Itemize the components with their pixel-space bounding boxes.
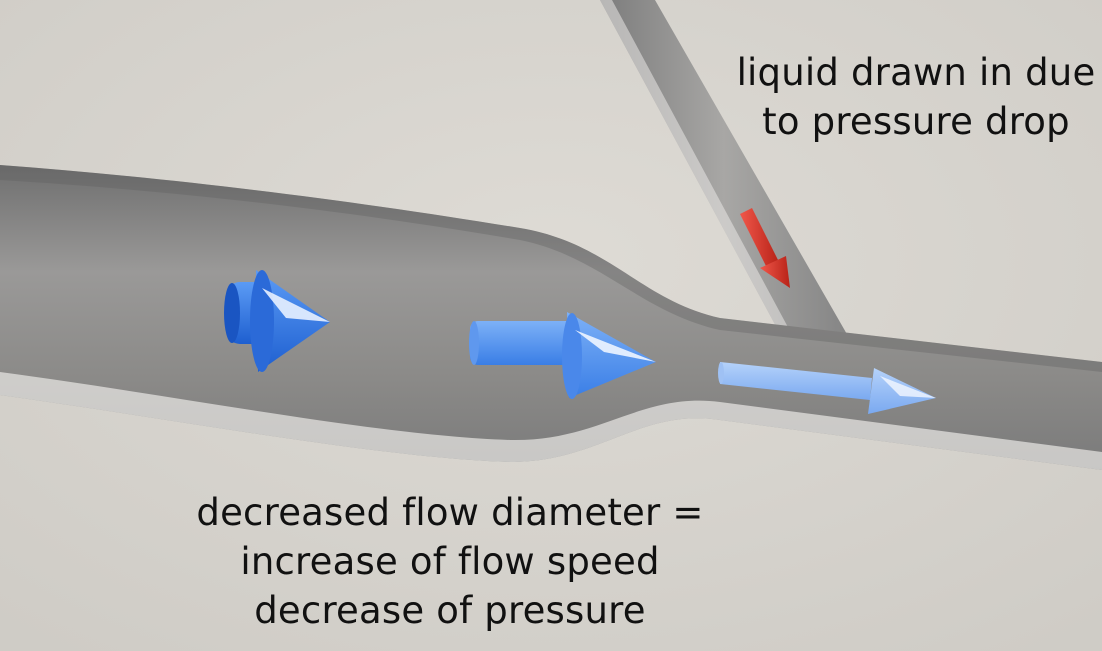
suction-arrow <box>740 208 790 288</box>
flow-arrow-throat <box>718 362 936 414</box>
branch-caption: liquid drawn in due to pressure drop <box>730 48 1102 146</box>
main-pipe-bottom-highlight <box>0 372 1102 470</box>
branch-caption-line-2: to pressure drop <box>762 100 1070 143</box>
main-caption-line-3: decrease of pressure <box>254 589 646 632</box>
flow-arrow-middle <box>469 312 656 399</box>
branch-caption-line-1: liquid drawn in due <box>736 51 1096 94</box>
main-pipe-top-shadow <box>0 165 1102 372</box>
flow-arrow-wide <box>224 270 330 372</box>
main-caption-line-2: increase of flow speed <box>240 540 660 583</box>
branch-pipe-highlight <box>600 0 790 331</box>
main-caption: decreased flow diameter = increase of fl… <box>180 488 720 635</box>
main-caption-line-1: decreased flow diameter = <box>196 491 704 534</box>
branch-pipe <box>600 0 848 336</box>
